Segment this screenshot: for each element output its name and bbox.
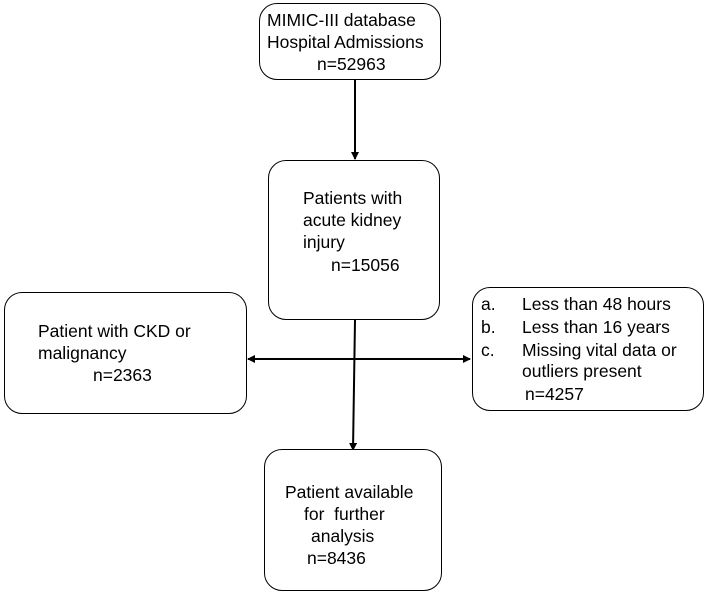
final-box: Patient available for further analysis n… — [264, 449, 442, 591]
database-line-2: Hospital Admissions — [267, 32, 424, 52]
exclusion-item: b. Less than 16 years — [481, 317, 701, 340]
final-count: n=8436 — [307, 548, 366, 568]
ckd-count: n=2363 — [93, 365, 152, 385]
final-line-3: analysis — [311, 526, 375, 546]
ckd-exclusion-box: Patient with CKD or malignancy n=2363 — [4, 292, 247, 414]
exclusion-item-text: Missing vital data or — [522, 340, 677, 360]
exclusion-criteria-list: a. Less than 48 hours b. Less than 16 ye… — [481, 294, 701, 384]
database-box: MIMIC-III database Hospital Admissions n… — [259, 3, 441, 80]
aki-box: Patients with acute kidney injury n=1505… — [268, 160, 440, 320]
final-line-2: for further — [304, 504, 385, 524]
criteria-exclusion-box: a. Less than 48 hours b. Less than 16 ye… — [472, 287, 704, 411]
aki-line-3: injury — [303, 232, 345, 252]
aki-line-1: Patients with — [303, 188, 403, 208]
arrow-aki-to-final — [349, 319, 358, 451]
final-line-1: Patient available — [285, 482, 414, 502]
exclusion-item-text-continued: outliers present — [522, 361, 642, 381]
exclusion-item-marker: a. — [481, 294, 496, 314]
exclusion-item-text: Less than 48 hours — [522, 294, 671, 314]
exclusion-item: c. Missing vital data or outliers presen… — [481, 340, 701, 384]
exclusion-item: a. Less than 48 hours — [481, 294, 701, 317]
aki-line-2: acute kidney — [303, 210, 402, 230]
exclusion-item-marker: c. — [481, 340, 495, 360]
database-count: n=52963 — [317, 54, 386, 74]
criteria-count: n=4257 — [525, 384, 584, 404]
ckd-line-1: Patient with CKD or — [38, 321, 191, 341]
aki-count: n=15056 — [331, 255, 400, 275]
exclusion-item-marker: b. — [481, 317, 496, 337]
ckd-line-2: malignancy — [38, 343, 127, 363]
exclusion-item-text: Less than 16 years — [522, 317, 670, 337]
database-line-1: MIMIC-III database — [267, 10, 416, 30]
